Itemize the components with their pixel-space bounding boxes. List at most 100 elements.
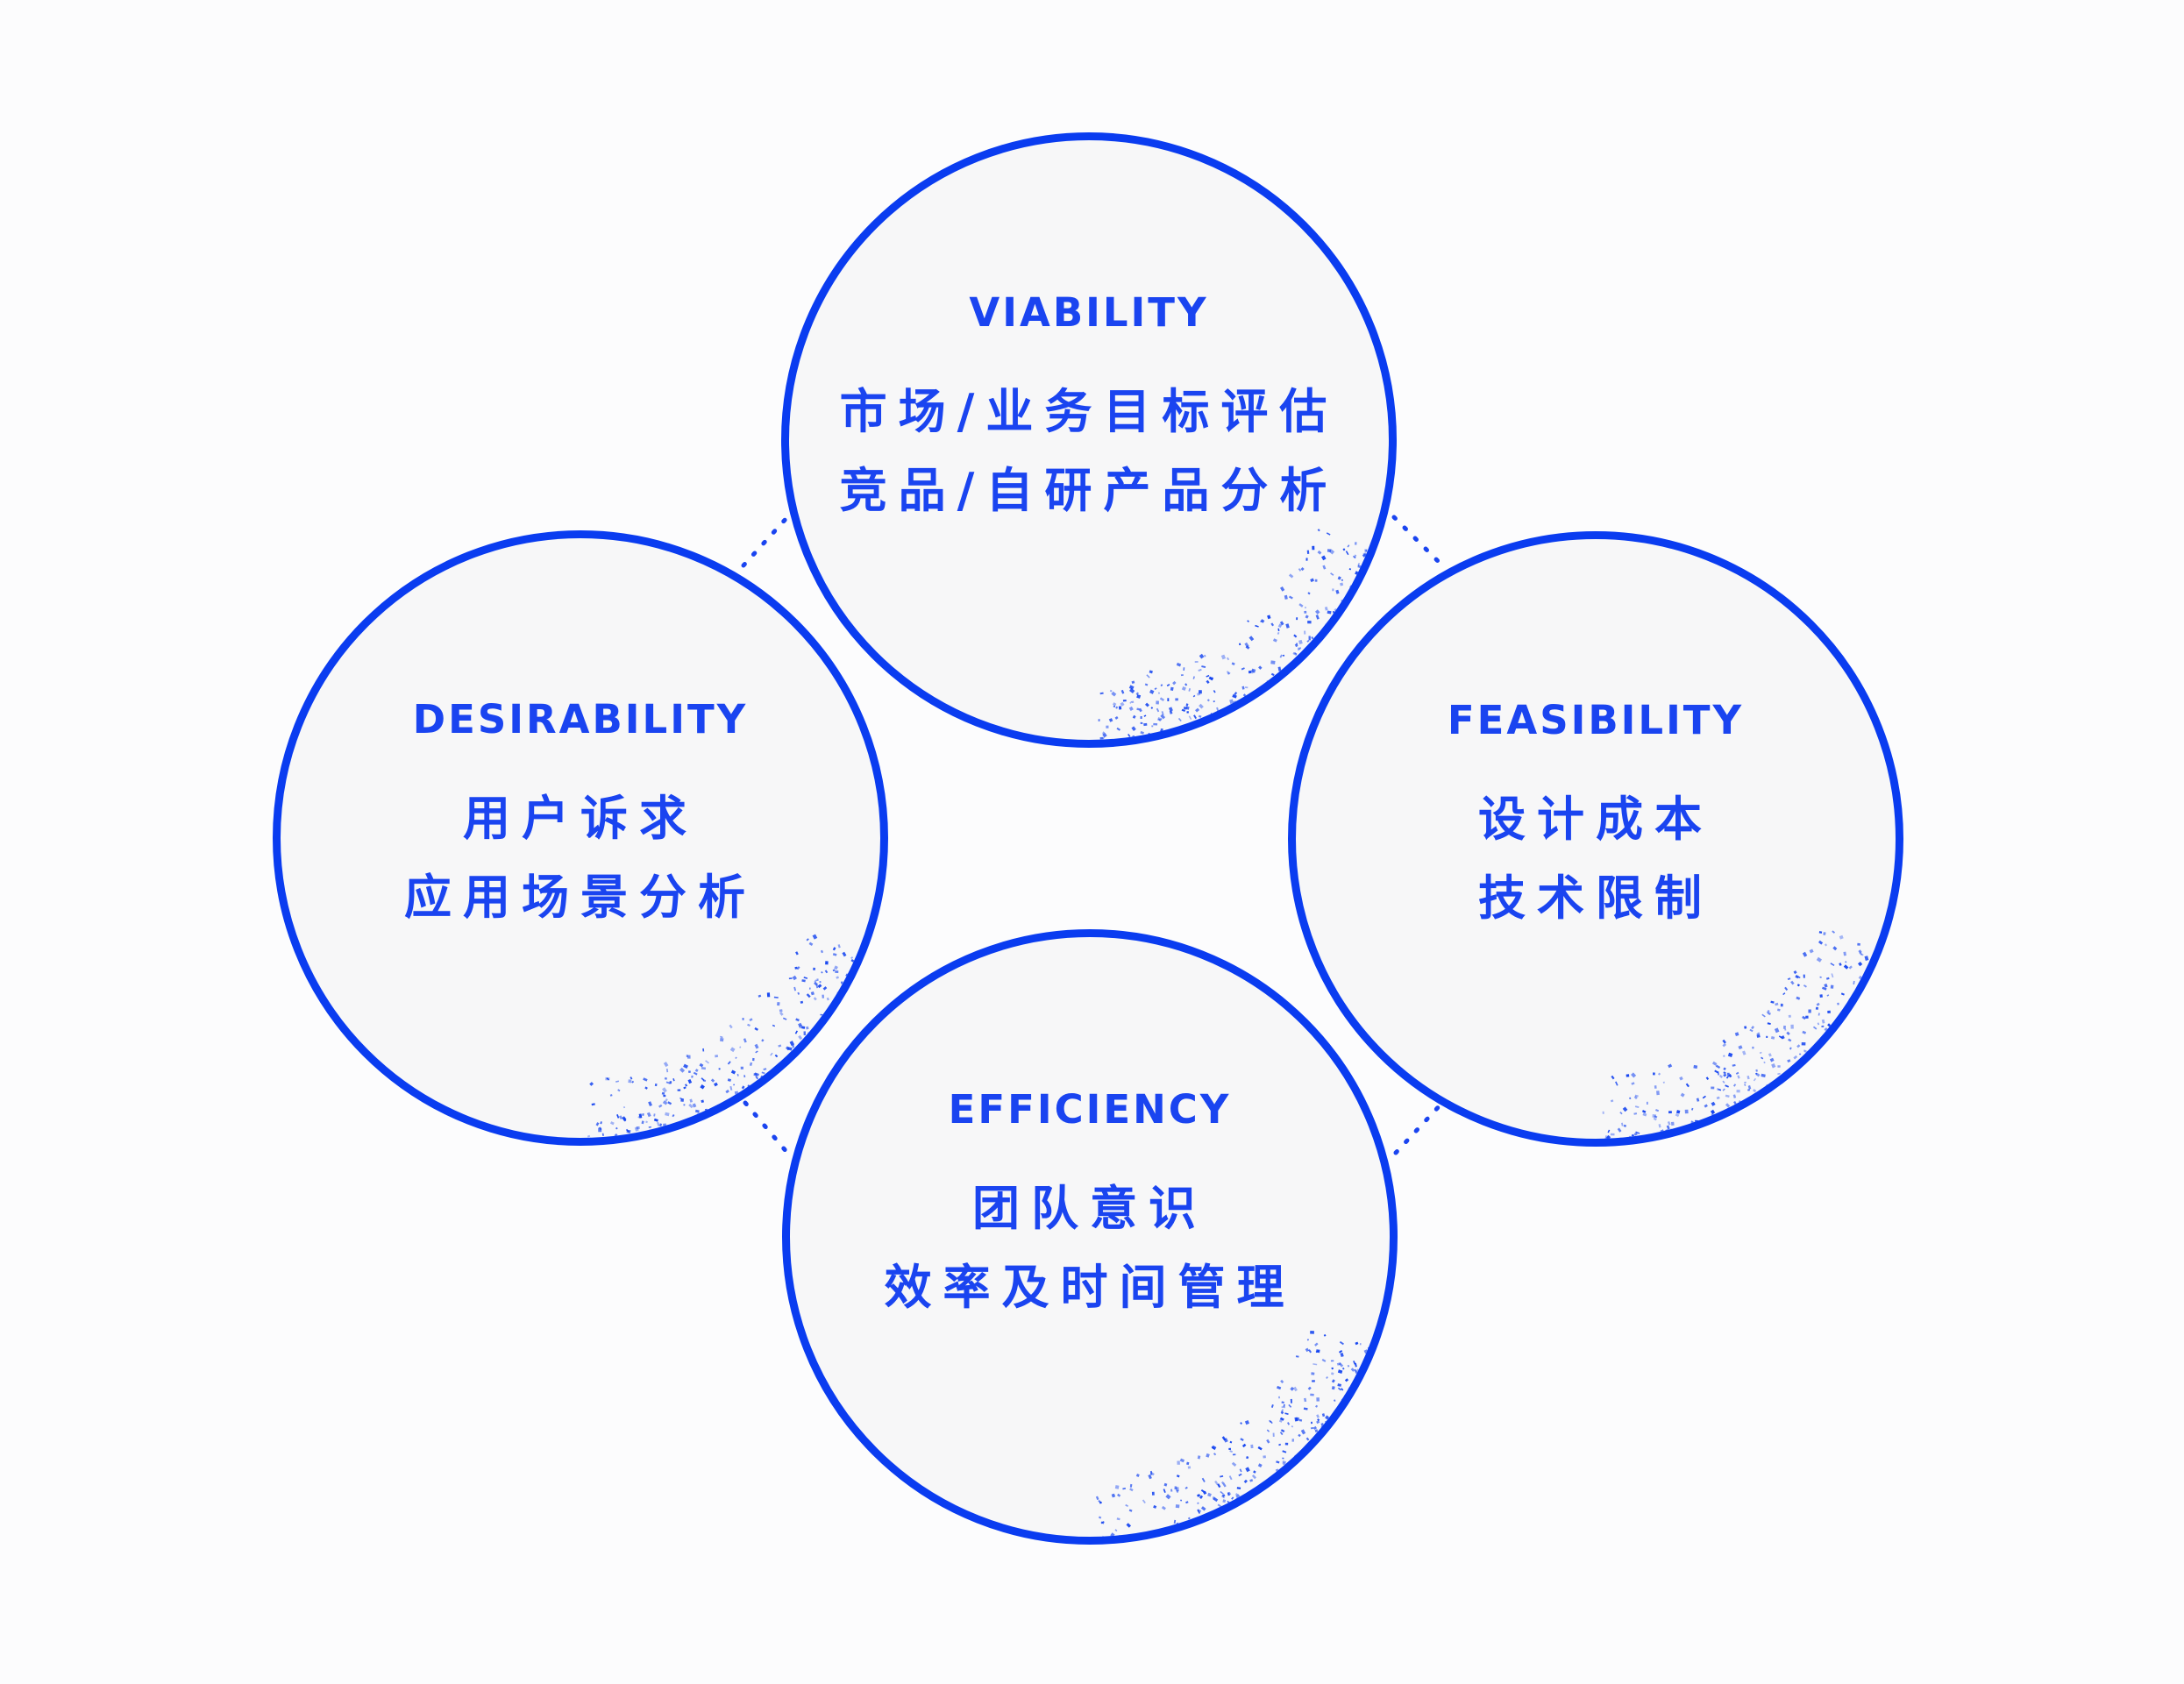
- circle-feasibility: FEASIBILITY 设计成本 技术限制: [1288, 531, 1903, 1147]
- speckle-dot: [1751, 1026, 1754, 1030]
- speckle-dot: [1270, 672, 1275, 677]
- speckle-dot: [638, 1131, 644, 1137]
- speckle-dot: [1354, 1368, 1358, 1375]
- speckle-dot: [1725, 1103, 1731, 1108]
- speckle-dot: [1293, 658, 1298, 663]
- speckle-dot: [1285, 623, 1290, 629]
- speckle-dot: [1287, 1422, 1291, 1425]
- speckle-dot: [1859, 981, 1864, 987]
- speckle-dot: [1210, 713, 1213, 715]
- speckle-dot: [1144, 683, 1149, 686]
- speckle-dot: [1163, 1489, 1166, 1494]
- speckle-dot: [1337, 1387, 1341, 1391]
- speckle-dot: [1250, 1444, 1254, 1449]
- speckle-dot: [779, 1068, 782, 1070]
- speckle-dot: [758, 994, 762, 998]
- speckle-dot: [1161, 1505, 1166, 1510]
- speckle-dot: [693, 1118, 696, 1122]
- speckle-dot: [1213, 700, 1215, 703]
- speckle-dot: [1293, 634, 1298, 638]
- speckle-dot: [1732, 1094, 1737, 1098]
- speckle-dot: [1229, 699, 1234, 705]
- speckle-dot: [743, 1038, 747, 1043]
- speckle-dot: [701, 1077, 705, 1082]
- speckle-dot: [1784, 1028, 1787, 1031]
- speckle-dot: [1362, 553, 1367, 558]
- speckle-dot: [1369, 1348, 1374, 1353]
- speckle-dot: [1220, 709, 1224, 714]
- speckle-dot: [1172, 680, 1177, 686]
- speckle-dot: [639, 1133, 642, 1136]
- circle-title: DESIRABILITY: [412, 695, 749, 743]
- speckle-dot: [1819, 994, 1823, 998]
- speckle-dot: [663, 1062, 669, 1068]
- speckle-dot: [1323, 1333, 1327, 1337]
- speckle-dot: [609, 1094, 613, 1097]
- speckle-dot: [1737, 1075, 1740, 1079]
- speckle-dot: [1818, 1013, 1820, 1016]
- speckle-dot: [1732, 1063, 1736, 1067]
- speckle-dot: [1839, 1013, 1845, 1020]
- speckle-dot: [1284, 594, 1288, 600]
- speckle-dot: [1342, 548, 1346, 551]
- speckle-dot: [665, 1098, 668, 1103]
- speckle-dot: [1307, 621, 1312, 624]
- speckle-dot: [1345, 551, 1349, 556]
- speckle-dot: [1169, 710, 1173, 714]
- speckle-dot: [1756, 1034, 1761, 1038]
- speckle-dot: [1357, 563, 1361, 566]
- speckle-dot: [1181, 1524, 1185, 1528]
- speckle-dot: [1298, 1418, 1303, 1422]
- speckle-dot: [1199, 1495, 1204, 1499]
- speckle-dot: [1099, 740, 1101, 742]
- speckle-dot: [1210, 677, 1214, 681]
- circle-title: VIABILITY: [969, 288, 1209, 336]
- speckle-dot: [755, 1076, 759, 1080]
- speckle-dot: [1292, 651, 1298, 656]
- speckle-dot: [737, 1094, 741, 1099]
- speckle-dot: [1320, 1423, 1325, 1427]
- speckle-dot: [1690, 1120, 1696, 1125]
- speckle-dot: [1185, 706, 1190, 710]
- speckle-dot: [1298, 1433, 1301, 1438]
- speckle-dot: [1635, 1131, 1640, 1134]
- speckle-dot: [1346, 598, 1350, 601]
- speckle-dot: [1125, 1503, 1129, 1508]
- speckle-dot: [1715, 1064, 1721, 1069]
- speckle-dot: [825, 961, 829, 965]
- speckle-dot: [757, 1083, 760, 1087]
- speckle-dot: [772, 1024, 776, 1027]
- speckle-dot: [1168, 707, 1173, 712]
- speckle-dot: [1631, 1133, 1635, 1138]
- speckle-dot: [1808, 1009, 1811, 1013]
- speckle-dot: [1327, 1419, 1332, 1425]
- speckle-dot: [1116, 727, 1120, 731]
- speckle-dot: [1759, 1051, 1762, 1055]
- speckle-dot: [1280, 1409, 1284, 1413]
- speckle-dot: [1803, 974, 1805, 978]
- speckle-dot: [1723, 1073, 1727, 1077]
- speckle-dot: [1204, 1513, 1208, 1517]
- speckle-dot: [1135, 1474, 1140, 1477]
- speckle-dot: [1803, 1049, 1806, 1052]
- speckle-dot: [1128, 734, 1131, 737]
- speckle-dot: [1344, 1401, 1349, 1404]
- speckle-dot: [598, 1127, 602, 1133]
- circle-line-2: 应用场景分析: [404, 869, 757, 925]
- speckle-dot: [1839, 963, 1842, 966]
- speckle-dot: [1332, 610, 1335, 615]
- speckle-dot: [1241, 700, 1247, 705]
- speckle-dot: [1117, 1493, 1121, 1497]
- speckle-dot: [1306, 550, 1310, 554]
- circle-line-1: 用户诉求: [463, 790, 698, 846]
- speckle-dot: [1684, 1109, 1689, 1114]
- speckle-dot: [1770, 1035, 1775, 1040]
- speckle-dot: [1140, 721, 1143, 725]
- speckle-dot: [1334, 618, 1337, 622]
- circle-viability: VIABILITY 市场/业务目标评估 竞品/自研产品分析: [781, 132, 1397, 748]
- speckle-dot: [845, 973, 850, 977]
- speckle-dot: [1666, 1125, 1670, 1130]
- speckle-dot: [1284, 1442, 1289, 1446]
- speckle-dot: [1610, 1099, 1614, 1103]
- speckle-dot: [718, 1068, 721, 1070]
